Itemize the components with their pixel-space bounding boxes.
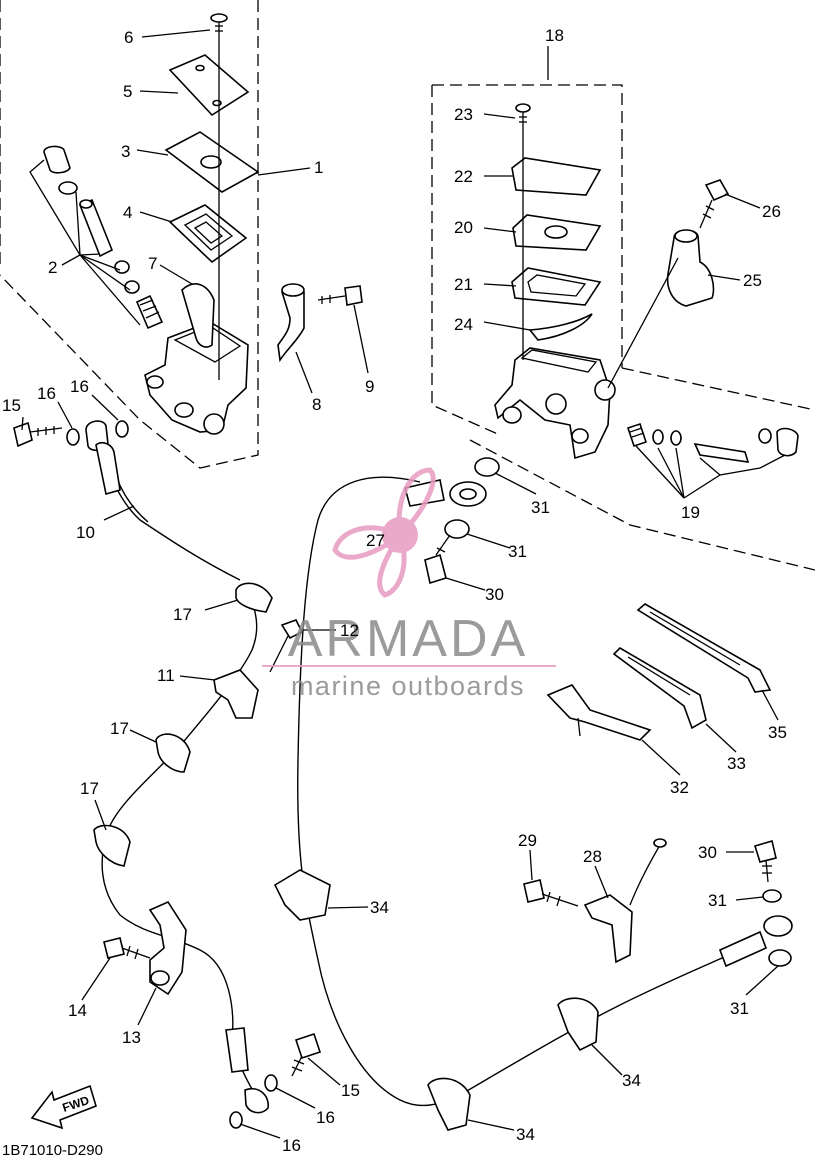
callout-3: 3: [121, 142, 130, 161]
clamp-17-icon: [93, 824, 131, 867]
diaphragm-4-icon: [168, 204, 248, 264]
callout-2: 2: [48, 258, 57, 277]
washer-16-icon: [115, 420, 129, 438]
cable-tie-32-icon: [546, 684, 652, 741]
screw-6-icon: [210, 13, 228, 38]
cap-5-icon: [168, 54, 250, 117]
callout-33: 33: [727, 754, 746, 773]
bolt-14-icon: [103, 937, 151, 960]
callout-16: 16: [70, 377, 89, 396]
cable-tie-33-icon: [612, 646, 707, 730]
callout-24: 24: [454, 315, 473, 334]
callout-28: 28: [583, 847, 602, 866]
callout-13: 13: [122, 1028, 141, 1047]
callout-numbers: 6 5 3 1 4 7 2 8 9 15 16 16 10 18 23 22 2…: [2, 26, 787, 1155]
callout-34: 34: [370, 898, 389, 917]
holder-11-icon: [213, 669, 259, 719]
clip-34-icon: [273, 869, 331, 921]
group-boundaries: [0, 0, 815, 571]
diagram-code: 1B71010-D290: [2, 1142, 103, 1157]
callout-17: 17: [173, 605, 192, 624]
clamp-17-icon: [235, 582, 273, 613]
fwd-arrow-icon: [30, 1084, 97, 1130]
callout-31: 31: [508, 542, 527, 561]
right-master-cylinder-assembly: [494, 103, 799, 463]
clip-34-icon: [557, 997, 599, 1052]
diaphragm-21-icon: [511, 267, 602, 306]
forward-arrow: FWD: [30, 1084, 97, 1130]
banjo-bolt-15-icon: [13, 421, 63, 448]
clamp-17-icon: [155, 733, 191, 773]
bolt-29-icon: [523, 879, 579, 907]
callout-16: 16: [282, 1136, 301, 1155]
callout-9: 9: [365, 377, 374, 396]
washer-16-icon: [66, 428, 80, 446]
watermark-tagline: marine outboards: [291, 671, 525, 701]
callout-11: 11: [157, 666, 175, 685]
sight-glass-24-icon: [528, 313, 593, 341]
callout-6: 6: [124, 28, 133, 47]
callout-22: 22: [454, 167, 473, 186]
callout-12: 12: [340, 621, 359, 640]
cap-22-icon: [511, 157, 602, 196]
callout-4: 4: [123, 203, 132, 222]
callout-15: 15: [341, 1081, 360, 1100]
cable-ties: [546, 603, 772, 741]
bracket-28-icon: [583, 894, 633, 964]
callout-35: 35: [768, 723, 787, 742]
callout-26: 26: [762, 202, 781, 221]
callout-14: 14: [68, 1001, 87, 1020]
bolt-9-icon: [317, 285, 363, 306]
callout-16: 16: [316, 1108, 335, 1127]
clip-34-icon: [427, 1077, 471, 1131]
callout-8: 8: [312, 395, 321, 414]
callout-29: 29: [518, 831, 537, 850]
callout-18: 18: [545, 26, 564, 45]
callout-7: 7: [148, 254, 157, 273]
cable-tie-35-icon: [636, 603, 772, 693]
leader-lines: [21, 29, 786, 1139]
callout-30: 30: [485, 585, 504, 604]
bolt-30-icon: [424, 534, 451, 585]
callout-31: 31: [730, 999, 749, 1018]
callout-34: 34: [516, 1125, 535, 1144]
callout-16: 16: [37, 384, 56, 403]
piston-kit-19-icon: [626, 422, 799, 463]
callout-30: 30: [698, 843, 717, 862]
left-master-cylinder-assembly: [13, 13, 363, 452]
watermark-brand: ARMADA: [288, 610, 528, 668]
bolt-30b-icon: [753, 839, 777, 883]
propeller-logo-icon: [332, 467, 436, 598]
callout-1: 1: [314, 158, 323, 177]
screw-23-icon: [515, 103, 531, 128]
brake-hoses: [95, 442, 793, 1129]
callout-27: 27: [366, 531, 385, 550]
callout-20: 20: [454, 218, 473, 237]
callout-17: 17: [80, 779, 99, 798]
callout-23: 23: [454, 105, 473, 124]
callout-31: 31: [708, 891, 727, 910]
watermark: ARMADA marine outboards: [262, 467, 556, 701]
hose-clamps: [93, 582, 667, 1131]
sight-glass-7-icon: [181, 283, 215, 348]
callout-32: 32: [670, 778, 689, 797]
callout-34: 34: [622, 1071, 641, 1090]
callout-19: 19: [681, 503, 700, 522]
callout-5: 5: [123, 82, 132, 101]
callout-31: 31: [531, 498, 550, 517]
callout-21: 21: [454, 275, 473, 294]
bolt-26-icon: [699, 179, 730, 229]
callout-17: 17: [110, 719, 129, 738]
clamp-8-icon: [277, 285, 305, 363]
callout-10: 10: [76, 523, 95, 542]
callout-15: 15: [2, 396, 21, 415]
banjo-bolt-15b-icon: [291, 1032, 322, 1077]
piston-kit-2-icon: [43, 145, 164, 330]
callout-25: 25: [743, 271, 762, 290]
